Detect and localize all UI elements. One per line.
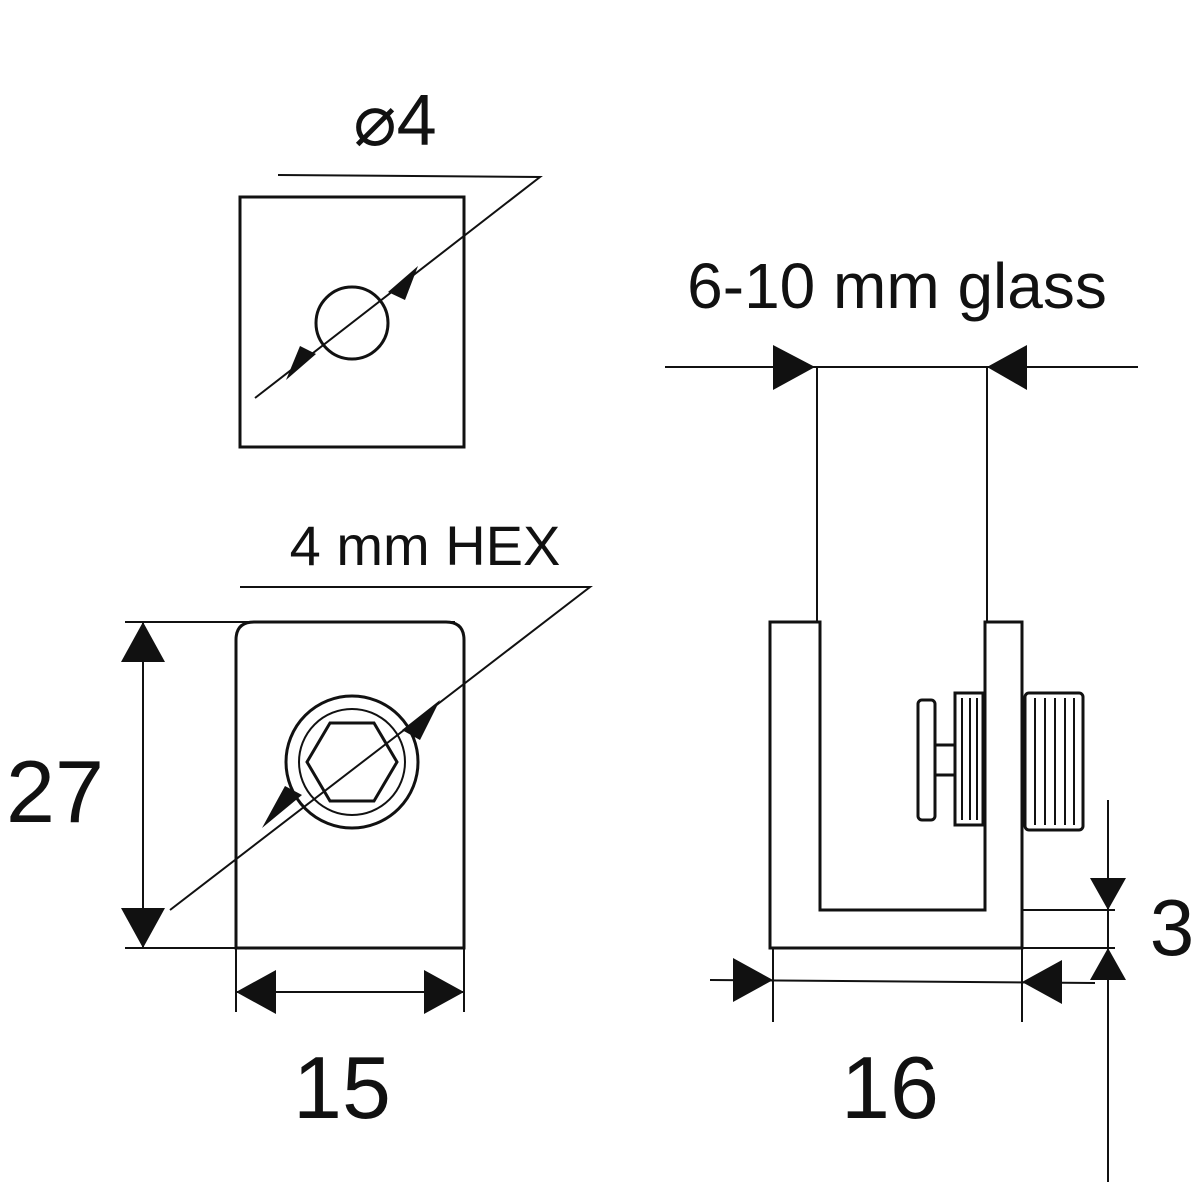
thumb-knob — [916, 698, 937, 822]
glass-thickness-label: 6-10 mm glass — [687, 250, 1107, 322]
arrow-icon — [773, 345, 815, 390]
top-view-outline — [238, 195, 466, 449]
screw-shaft — [933, 743, 957, 777]
screw-head — [284, 694, 420, 830]
thread-marks — [961, 698, 1075, 825]
arrow-icon — [262, 786, 302, 828]
arrow-icon — [1090, 948, 1126, 980]
arrow-icon — [121, 622, 165, 662]
base-thickness-label: 3 — [1150, 883, 1195, 972]
side-view-outline — [768, 620, 1024, 950]
height-label: 27 — [6, 742, 104, 841]
arrow-icon — [236, 970, 276, 1014]
hex-key-label: 4 mm HEX — [290, 514, 561, 577]
arrow-icon — [121, 908, 165, 948]
arrow-icon — [1022, 960, 1062, 1004]
arrow-icon — [987, 345, 1027, 390]
arrow-icon — [402, 700, 440, 740]
front-view-outline — [234, 620, 466, 950]
top-view: ⌀4 — [238, 81, 543, 449]
arrow-icon — [1090, 878, 1126, 910]
side-view: 3 16 — [709, 620, 1195, 1182]
hex-socket — [305, 721, 399, 803]
arrow-icon — [733, 958, 773, 1002]
diameter-leader — [254, 174, 543, 399]
thread-right — [1023, 691, 1085, 832]
front-width-label: 15 — [293, 1038, 391, 1137]
arrow-icon — [388, 266, 418, 300]
screw-head-inner — [298, 708, 406, 816]
arrow-icon — [424, 970, 464, 1014]
hex-leader — [169, 586, 593, 911]
hole-circle — [314, 285, 390, 361]
side-width-label: 16 — [841, 1038, 939, 1137]
hole-diameter-label: ⌀4 — [353, 81, 436, 161]
glass-dimension: 6-10 mm glass — [665, 250, 1138, 622]
front-view: 4 mm HEX 27 15 — [6, 514, 593, 1137]
thread-left — [953, 691, 985, 827]
arrow-icon — [286, 346, 316, 380]
